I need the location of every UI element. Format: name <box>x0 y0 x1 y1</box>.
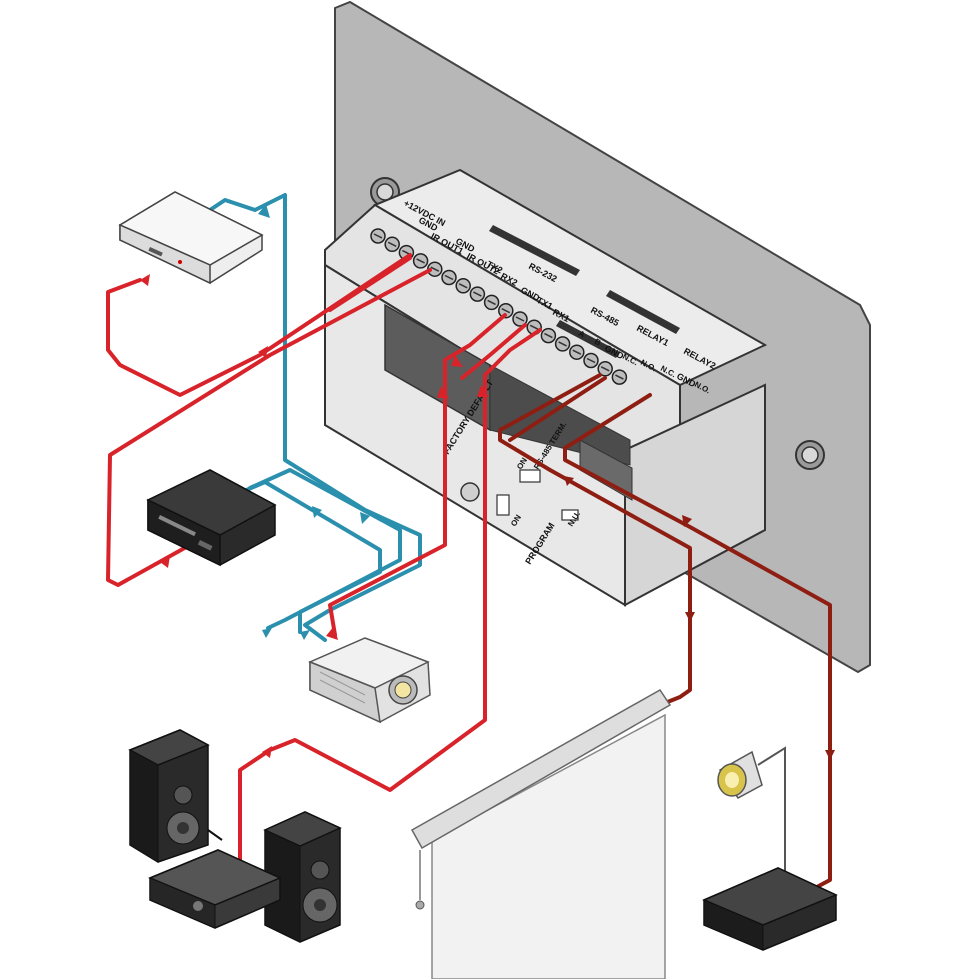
wire-ir-settop-loop <box>106 253 412 397</box>
program-switch[interactable] <box>496 494 510 516</box>
terminal-screw-slot <box>416 258 425 264</box>
av-receiver <box>148 849 282 929</box>
set-top-box <box>118 191 264 285</box>
lamp <box>717 746 786 886</box>
label-b: B <box>593 337 603 348</box>
wire-ir-dvd <box>106 268 432 587</box>
projection-screen <box>410 689 672 979</box>
terminal-screw-slot <box>529 324 539 330</box>
nu-switch <box>561 509 579 521</box>
terminal-screw-slot <box>487 299 496 306</box>
terminal-screw-slot <box>458 283 468 289</box>
terminal-screw-slot <box>501 308 511 314</box>
controller-box <box>324 168 768 607</box>
rs485-term-switch[interactable] <box>519 469 541 483</box>
wire-rs232-dvd-2 <box>248 468 402 630</box>
terminal-screw-slot <box>430 266 440 272</box>
terminal-screw-slot <box>387 241 397 247</box>
left-speaker <box>128 729 210 863</box>
wire-relay1-screen <box>498 373 692 707</box>
dvd-player <box>146 469 277 567</box>
wire-ir-audio <box>238 328 542 862</box>
terminal-screw-slot <box>473 291 482 297</box>
terminal-screw-slot <box>600 366 610 372</box>
terminal-screw-slot <box>444 274 454 281</box>
wire-ir-fan-2 <box>460 323 527 380</box>
rs232-wires <box>208 193 422 642</box>
label-a: A <box>577 329 587 340</box>
wire-ir-fan-1 <box>328 256 412 312</box>
terminal-screw-slot <box>586 357 596 364</box>
factory-default-button[interactable] <box>460 482 480 502</box>
ir-wires <box>106 253 542 862</box>
terminal-screw-slot <box>515 316 525 322</box>
terminal-screw-slot <box>544 332 553 339</box>
terminal-screw-slot <box>373 233 383 239</box>
relay-controller <box>702 867 838 951</box>
wire-relay1-fan <box>508 376 607 442</box>
projector <box>308 637 431 724</box>
audio-system <box>128 729 342 943</box>
terminal-screw-slot <box>558 341 567 347</box>
arrowheads <box>140 204 835 760</box>
right-speaker <box>263 811 342 943</box>
wire-ir-projector <box>328 313 507 637</box>
terminal-screw-slot <box>572 349 582 355</box>
terminal-screw-slot <box>615 374 624 380</box>
